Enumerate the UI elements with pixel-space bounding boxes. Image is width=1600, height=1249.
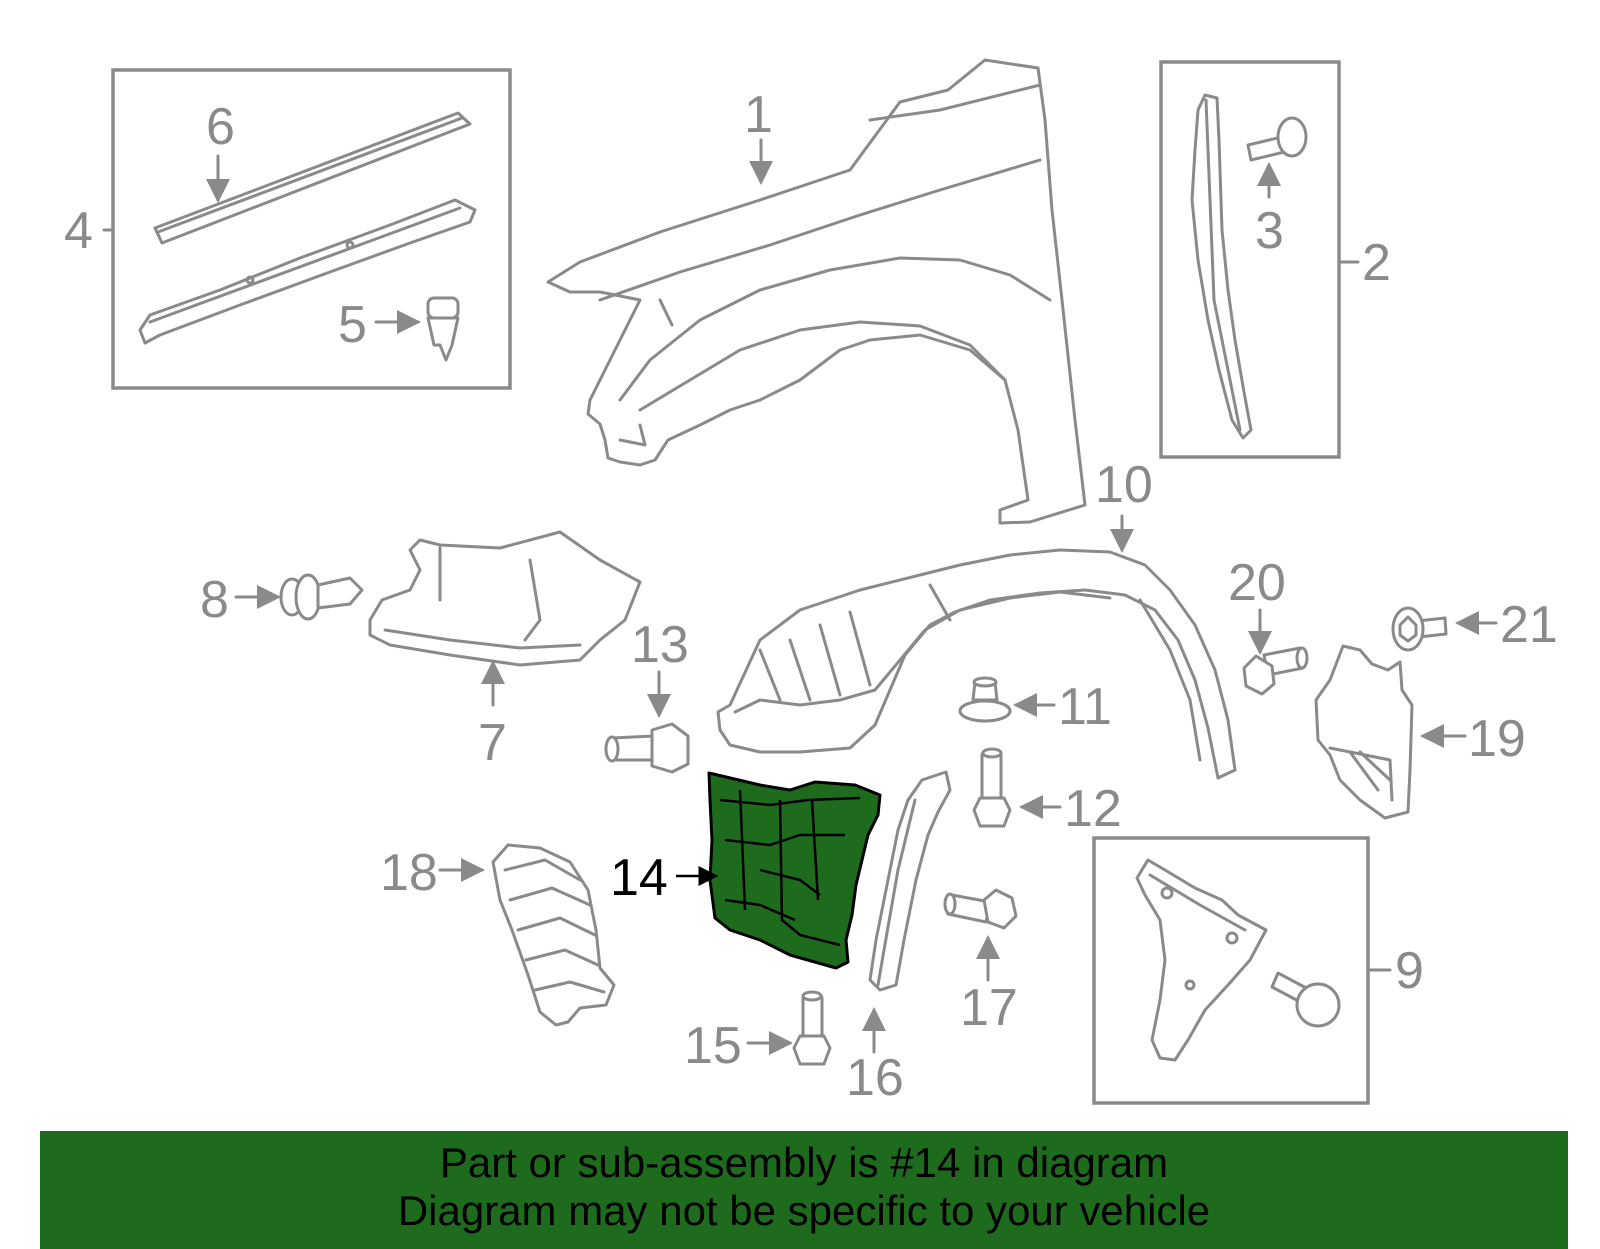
part-13-bolt[interactable]	[604, 722, 690, 774]
group-4-box	[111, 68, 512, 390]
part-10-wheel-liner[interactable]	[716, 548, 1237, 780]
callout-4: 4	[64, 202, 93, 260]
callout-3: 3	[1255, 202, 1284, 260]
callout-12: 12	[1064, 780, 1122, 838]
part-19-mudguard[interactable]	[1314, 644, 1414, 820]
callout-17: 17	[960, 979, 1018, 1037]
info-banner: Part or sub-assembly is #14 in diagram D…	[40, 1131, 1568, 1249]
callout-8: 8	[200, 571, 229, 629]
banner-line-1: Part or sub-assembly is #14 in diagram	[439, 1139, 1169, 1186]
callout-19: 19	[1468, 710, 1526, 768]
part-5-clip[interactable]	[426, 296, 460, 362]
part-20-bolt[interactable]	[1242, 646, 1309, 696]
part-9-bracket[interactable]	[1135, 858, 1268, 1062]
part-1-fender[interactable]	[546, 58, 1087, 525]
group-9-box	[1092, 836, 1392, 1105]
callout-16: 16	[846, 1049, 904, 1107]
callout-1: 1	[744, 86, 773, 144]
part-18-bracket[interactable]	[491, 843, 616, 1027]
part-2-seal[interactable]	[1190, 93, 1253, 440]
part-11-clip[interactable]	[958, 676, 1012, 723]
callout-15: 15	[684, 1017, 742, 1075]
callout-13: 13	[631, 616, 689, 674]
callout-20: 20	[1228, 554, 1286, 612]
callout-6: 6	[206, 98, 235, 156]
part-17-bolt[interactable]	[943, 888, 1018, 930]
part-14-highlighted[interactable]	[707, 771, 882, 970]
group-2-box	[1159, 60, 1360, 459]
part-4-bracket[interactable]	[138, 198, 477, 345]
callout-18: 18	[380, 844, 438, 902]
part-12-bolt[interactable]	[972, 747, 1012, 828]
part-16-strip[interactable]	[868, 770, 952, 992]
callout-21: 21	[1500, 596, 1558, 654]
callout-14: 14	[610, 849, 668, 907]
part-9-bolt[interactable]	[1270, 971, 1341, 1028]
part-7-splash-shield[interactable]	[368, 530, 642, 667]
part-8-clip[interactable]	[279, 573, 364, 621]
part-21-screw[interactable]	[1391, 606, 1448, 652]
part-3-bolt[interactable]	[1246, 116, 1308, 162]
part-15-bolt[interactable]	[792, 990, 832, 1066]
callout-7: 7	[478, 714, 507, 772]
callout-9: 9	[1395, 942, 1424, 1000]
banner-line-2: Diagram may not be specific to your vehi…	[397, 1187, 1211, 1234]
callout-2: 2	[1362, 234, 1391, 292]
callout-11: 11	[1058, 678, 1112, 736]
callout-10: 10	[1095, 456, 1153, 514]
callout-5: 5	[338, 296, 367, 354]
